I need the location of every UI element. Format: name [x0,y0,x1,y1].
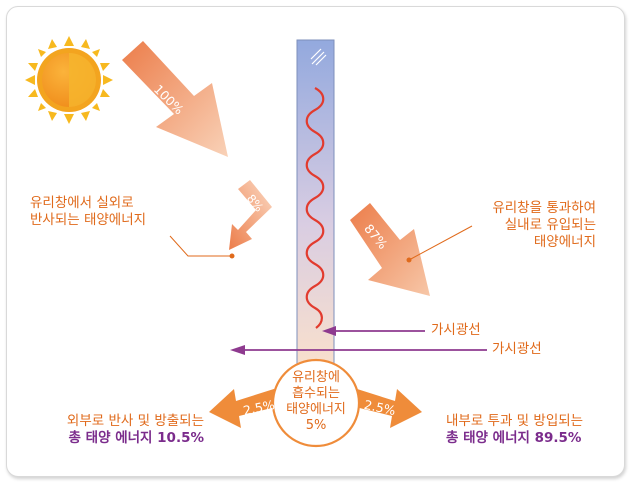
reflected-energy-arrow [229,180,272,250]
infrared-wave [305,87,325,329]
visible-light-arrow-short [322,326,425,336]
glass-absorption-line-2: 흡수되는 [292,386,340,401]
glass-absorption-line-4: 5% [305,418,327,433]
outward-total-line-2: 총 태양 에너지 10.5% [68,430,204,446]
inward-total-line-1: 내부로 투과 및 방입되는 [446,413,584,429]
interior-transmission-line-1: 유리창을 통과하여 [492,200,596,216]
interior-transmission-line-2: 실내로 유입되는 [504,217,596,233]
glass-absorption-line-1: 유리창에 [292,370,340,385]
glass-shine-icon [310,48,327,66]
transmitted-energy-arrow [350,203,430,296]
exterior-reflection-label: 유리창에서 실외로 반사되는 태양에너지 [30,195,146,229]
interior-transmission-label: 유리창을 통과하여 실내로 유입되는 태양에너지 [466,200,596,251]
visible-light-label-2: 가시광선 [492,341,542,357]
outward-total-line-1: 외부로 반사 및 방출되는 [66,413,204,429]
visible-light-arrow-long [230,345,487,355]
leader-line-reflection [169,235,232,257]
glass-absorption-label: 유리창에 흡수되는 태양에너지 5% [273,370,359,434]
glass-pane [296,39,335,376]
glass-absorption-circle [271,358,361,448]
exterior-reflection-line-2: 반사되는 태양에너지 [30,212,147,228]
visible-light-label-1: 가시광선 [431,322,481,338]
exterior-reflection-line-1: 유리창에서 실외로 [30,195,134,211]
inward-total-line-2: 총 태양 에너지 89.5% [446,430,582,446]
incoming-energy-arrow [122,41,228,157]
leader-line-transmission [408,225,473,261]
sun-icon [25,36,113,124]
outward-total-label: 외부로 반사 및 방출되는 총 태양 에너지 10.5% [24,413,204,447]
inward-total-label: 내부로 투과 및 방입되는 총 태양 에너지 89.5% [446,413,583,447]
interior-transmission-line-3: 태양에너지 [533,234,596,250]
glass-absorption-line-3: 태양에너지 [286,402,346,417]
